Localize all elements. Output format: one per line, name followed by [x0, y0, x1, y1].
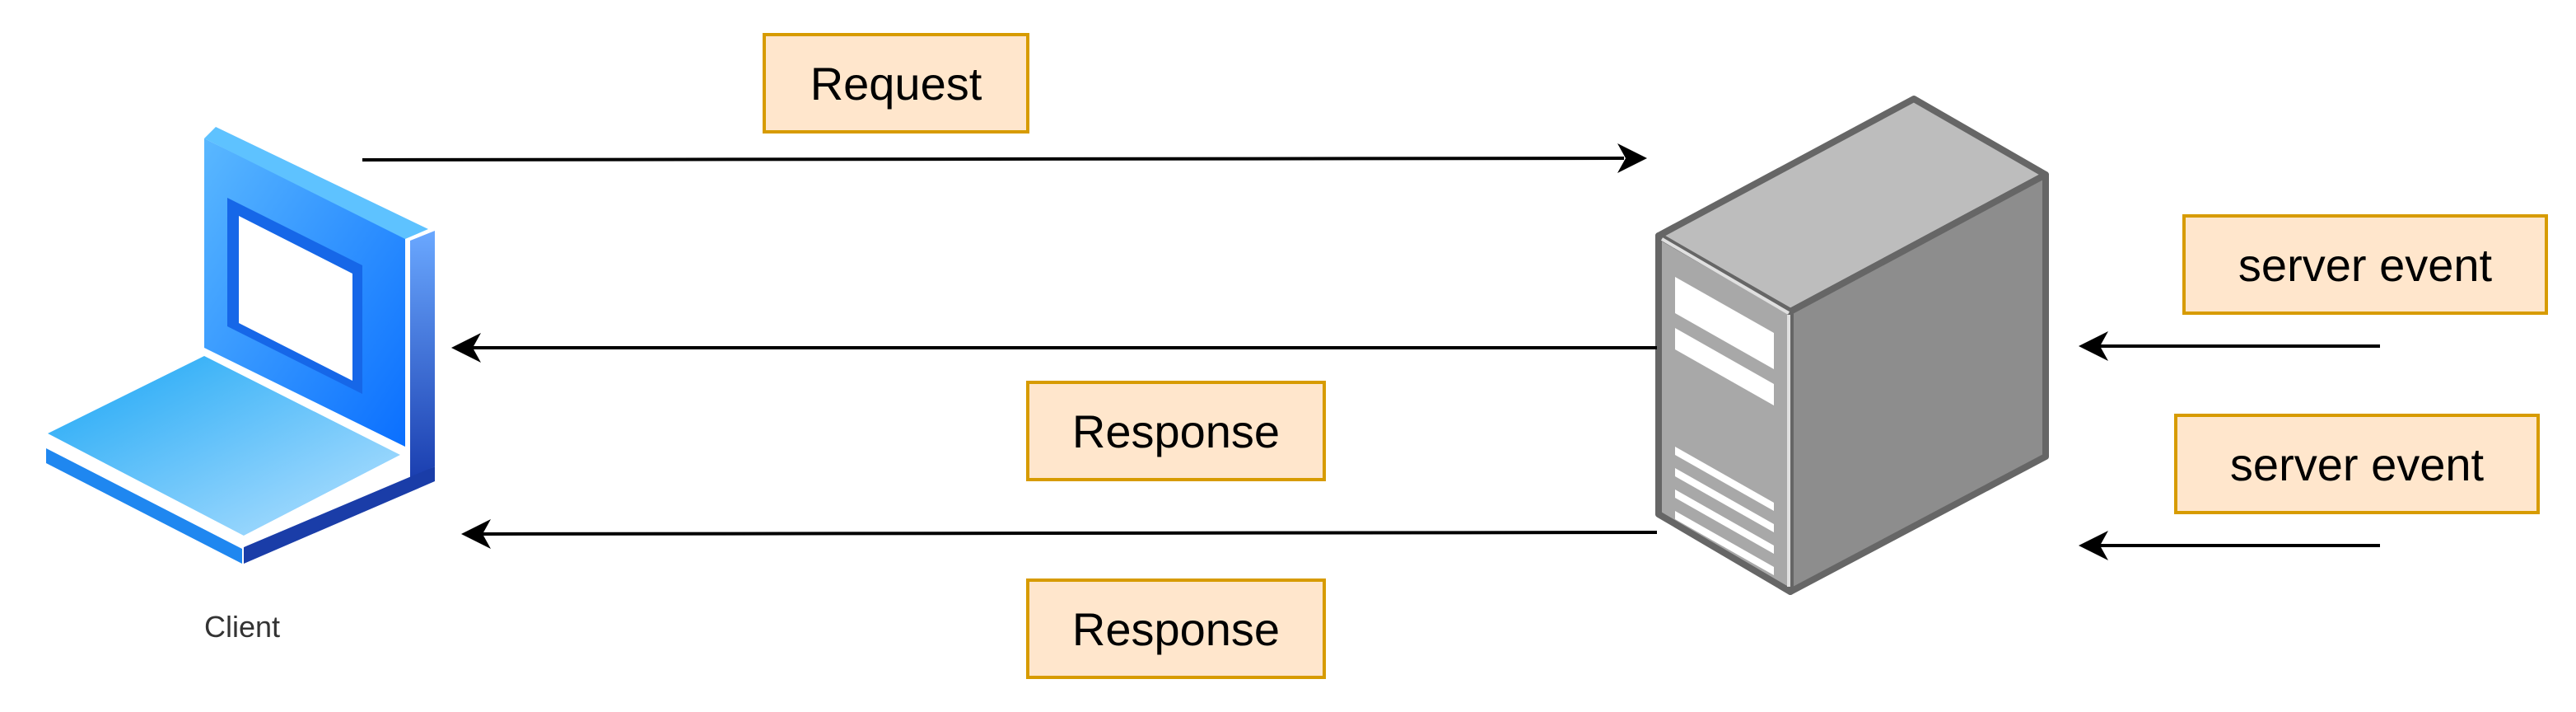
server-event-arrow-1 [2079, 331, 2380, 361]
client-label: Client [203, 610, 281, 644]
server-event-arrow-2 [2079, 531, 2380, 560]
server-event-label-1: server event [2182, 214, 2548, 315]
request-arrow [362, 143, 1647, 173]
response-label-1: Response [1026, 381, 1326, 481]
request-label: Request [763, 33, 1029, 134]
response-label-2: Response [1026, 578, 1326, 679]
server-event-label-2: server event [2174, 414, 2540, 514]
response-arrow-1 [451, 333, 1657, 363]
server-tower-icon [1655, 96, 2049, 595]
laptop-icon [44, 127, 435, 564]
response-arrow-2 [461, 519, 1658, 549]
